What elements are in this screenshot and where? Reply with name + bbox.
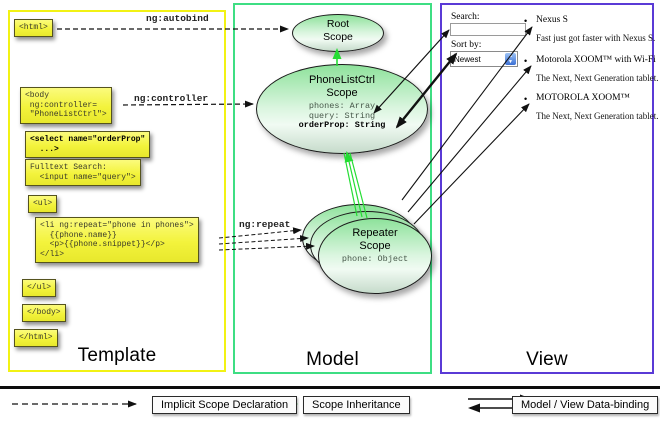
code-ul-open: <ul> — [28, 195, 58, 213]
search-input[interactable] — [450, 23, 526, 36]
model-panel-label: Model — [306, 349, 359, 370]
search-label: Search: — [451, 12, 480, 22]
code-fulltext-search: Fulltext Search: <input name="query"> — [25, 159, 141, 186]
bullet-icon: • — [524, 16, 528, 26]
model-panel: Model — [233, 3, 432, 374]
dropdown-stepper-icon: ▲▼ — [505, 53, 516, 65]
sort-dropdown-value: Newest — [454, 54, 481, 64]
legend-model-view-data-binding: Model / View Data-binding — [512, 396, 659, 414]
code-html-open: <html> — [14, 19, 53, 37]
code-li-repeat: <li ng:repeat="phone in phones"> {{phone… — [35, 217, 199, 263]
phone-item-title: Motorola XOOM™ with Wi-Fi — [536, 55, 656, 65]
phone-item-title: MOTOROLA XOOM™ — [536, 93, 630, 103]
label-ng-repeat: ng:repeat — [239, 219, 291, 230]
code-ul-close: </ul> — [22, 279, 57, 297]
code-select: <select name="orderProp" ...> — [25, 131, 151, 158]
label-ng-autobind: ng:autobind — [146, 13, 209, 24]
legend-scope-inheritance: Scope Inheritance — [303, 396, 410, 414]
code-body-close: </body> — [22, 304, 66, 322]
bullet-icon: • — [524, 56, 528, 66]
legend-separator — [0, 386, 660, 389]
code-html-close: </html> — [14, 329, 58, 347]
sort-dropdown[interactable]: Newest ▲▼ — [450, 51, 518, 67]
phone-item-desc: Fast just got faster with Nexus S. — [536, 33, 656, 43]
phone-item-desc: The Next, Next Generation tablet. — [536, 111, 659, 121]
label-ng-controller: ng:controller — [134, 93, 209, 104]
template-panel-label: Template — [77, 345, 157, 366]
phone-item-title: Nexus S — [536, 15, 568, 25]
sort-by-label: Sort by: — [451, 40, 482, 50]
bullet-icon: • — [524, 94, 528, 104]
phone-item-desc: The Next, Next Generation tablet. — [536, 73, 659, 83]
phonelistctrl-scope-ellipse: PhoneListCtrl Scope phones: Array query:… — [256, 64, 428, 154]
code-body-open: <body ng:controller= "PhoneListCtrl"> — [20, 87, 112, 124]
legend-implicit-scope-declaration: Implicit Scope Declaration — [152, 396, 298, 414]
repeater-scope-ellipse: Repeater Scope phone: Object — [318, 218, 432, 294]
root-scope-ellipse: Root Scope — [292, 14, 384, 52]
view-panel-label: View — [526, 349, 568, 370]
